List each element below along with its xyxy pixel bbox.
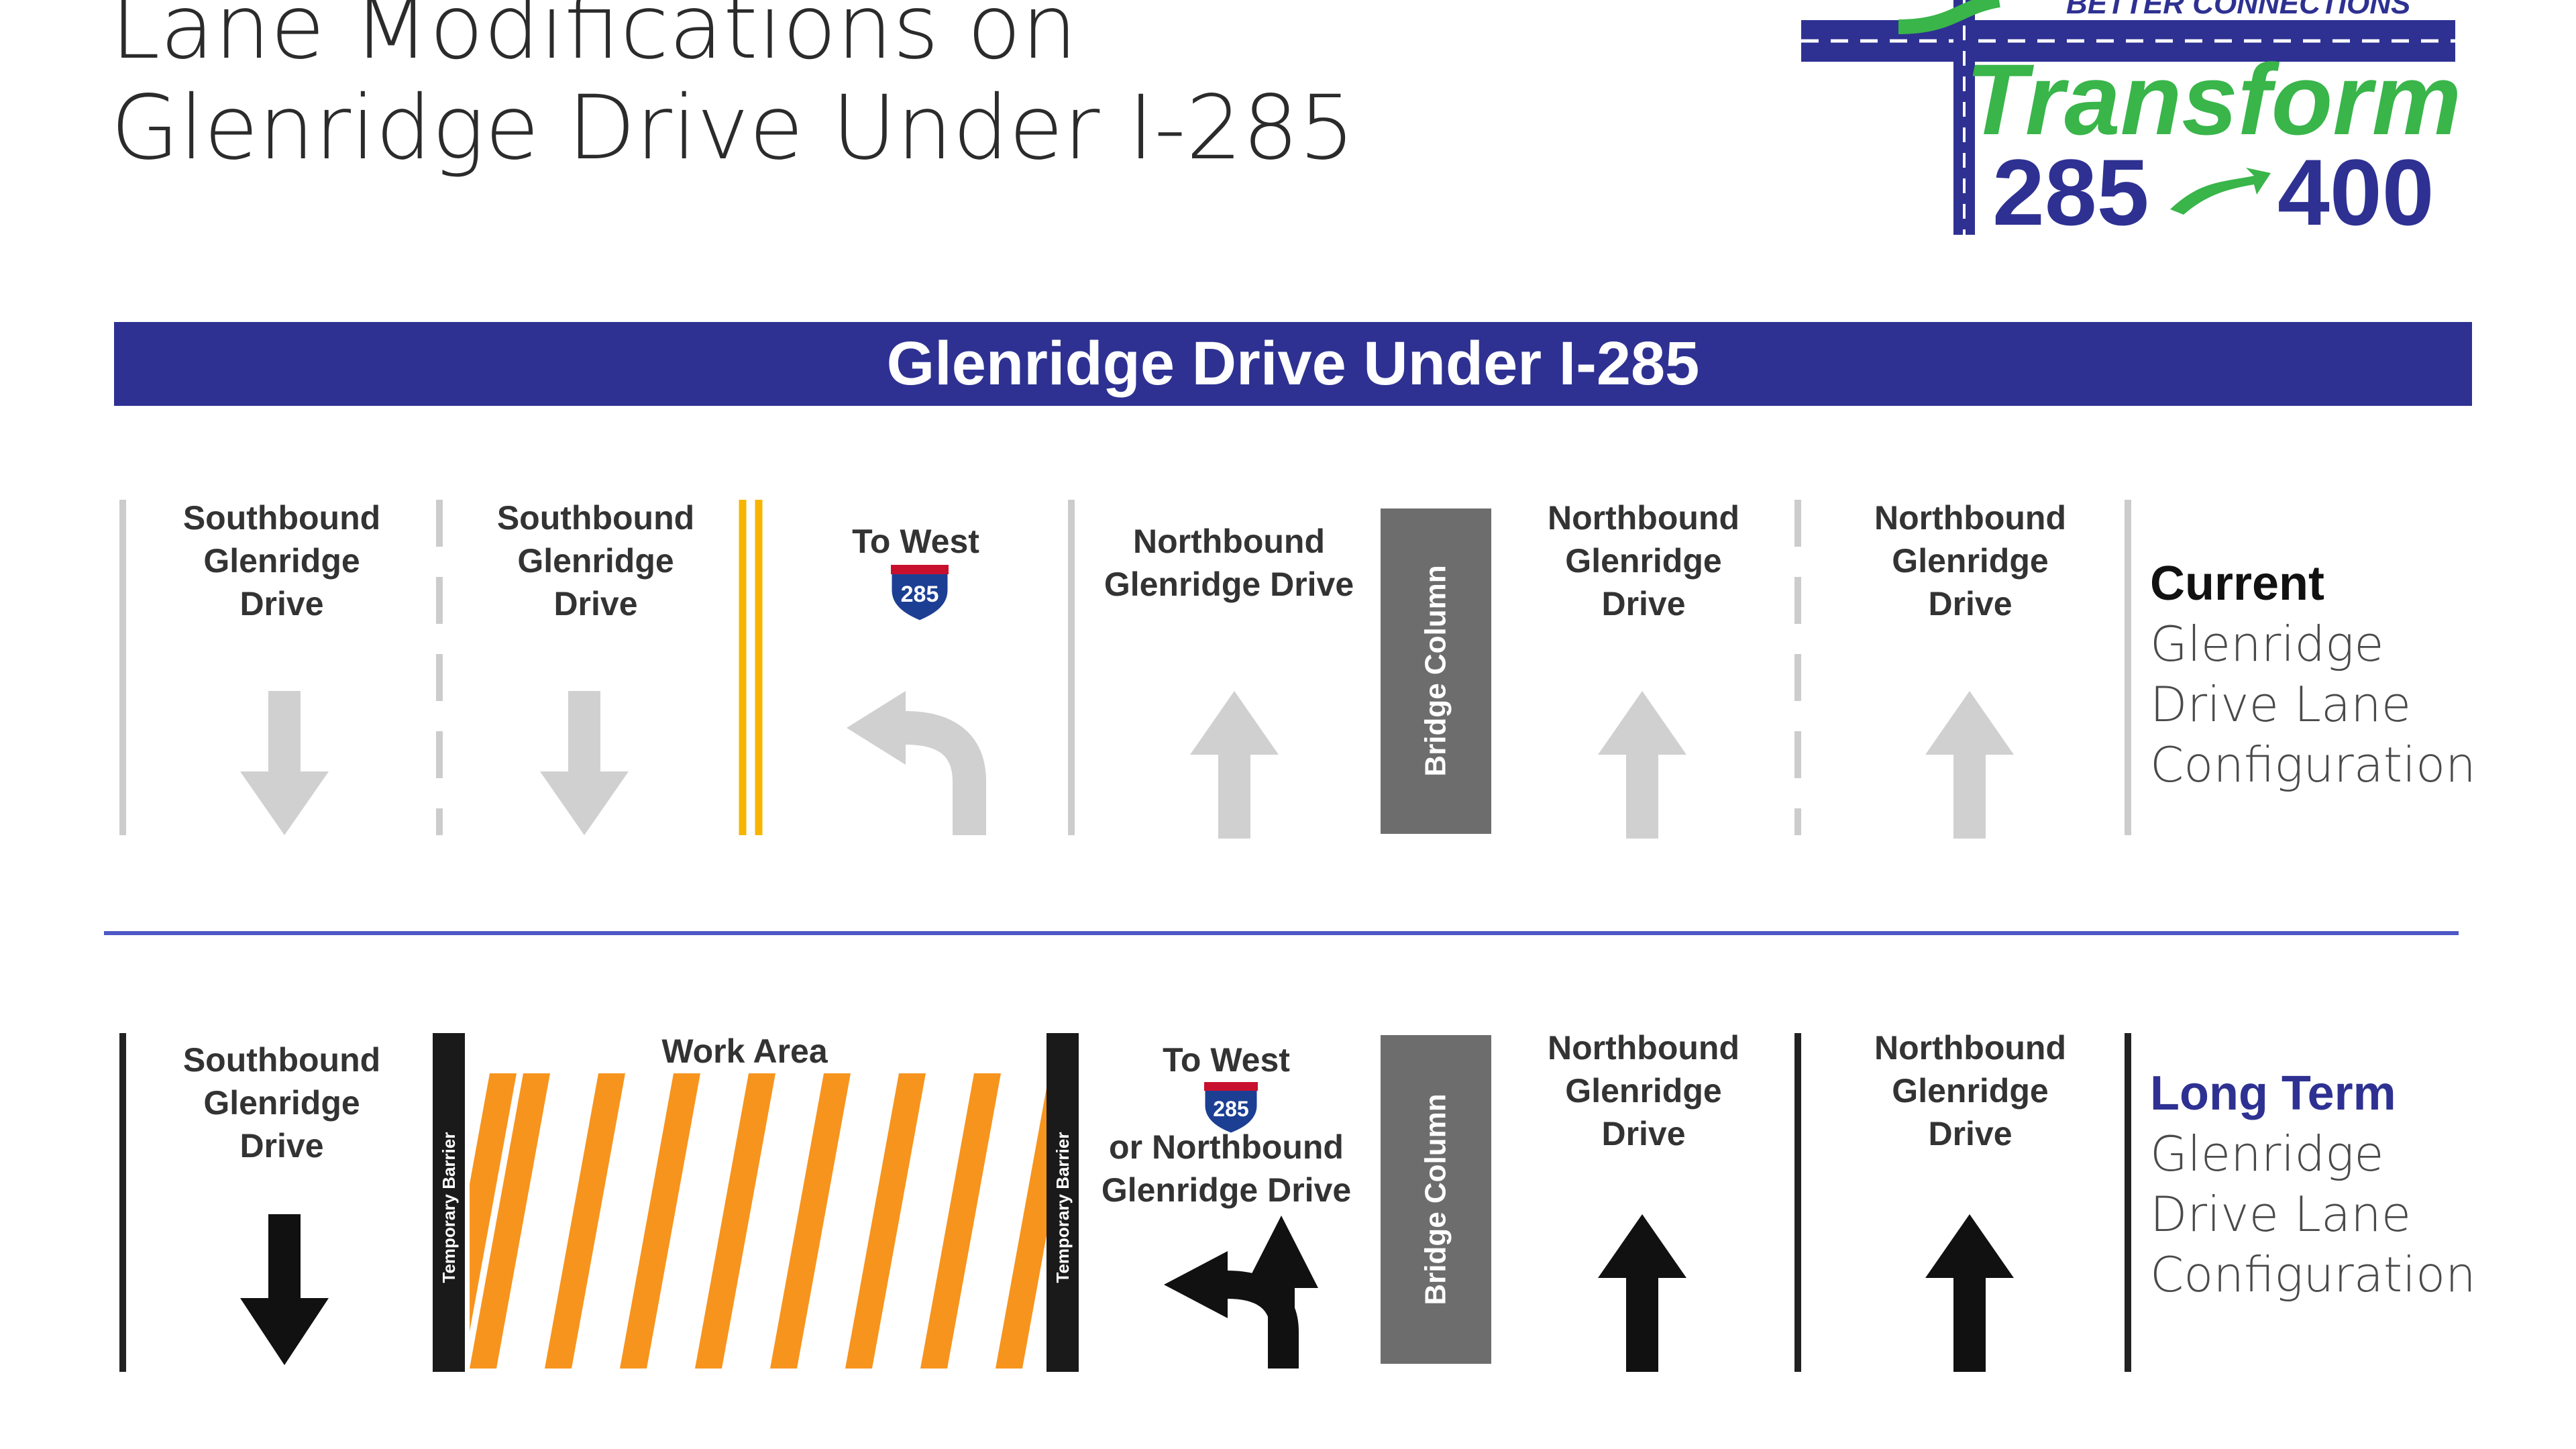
- long-term-lane-3-label: Northbound Glenridge Drive: [1548, 1026, 1739, 1155]
- current-bridge-column-label: Bridge Column: [1419, 565, 1452, 776]
- lane-label-line: Glenridge: [203, 1084, 360, 1122]
- temporary-barrier-left: [433, 1033, 465, 1372]
- arrow-down-icon: [540, 691, 629, 835]
- current-lane-2-label: Southbound Glenridge Drive: [497, 496, 694, 625]
- long-term-bridge-column: [1381, 1035, 1491, 1364]
- left-turn-arrow-icon: [1221, 1271, 1299, 1368]
- work-area-label: Work Area: [661, 1032, 828, 1070]
- configuration-label-head: Current: [2150, 557, 2325, 610]
- logo-word: Transform: [1966, 43, 2461, 156]
- long-term-bridge-column-label: Bridge Column: [1419, 1093, 1452, 1305]
- lane-label-line: Southbound: [182, 499, 381, 537]
- arrow-up-icon: [1925, 1214, 2014, 1372]
- logo-number-left: 285: [1992, 140, 2149, 241]
- lane-label-line: Drive: [553, 585, 638, 623]
- lane-label-line: Glenridge: [517, 542, 674, 580]
- configuration-label-line: Drive Lane: [2150, 1186, 2412, 1242]
- lane-label-line: To West: [852, 523, 979, 560]
- temporary-barrier-right: [1046, 1033, 1079, 1372]
- lane-label-line: Drive: [1601, 585, 1686, 623]
- configuration-label-line: Configuration: [2150, 737, 2476, 793]
- lane-label-line: Glenridge Drive: [1104, 566, 1354, 603]
- arrow-down-icon: [240, 1214, 329, 1365]
- lane-label-line: Glenridge: [1892, 542, 2049, 580]
- lane-label-line: Glenridge: [203, 542, 360, 580]
- page-title: Lane Modifications on Glenridge Drive Un…: [111, 0, 1355, 178]
- arrow-down-icon: [240, 691, 329, 835]
- transform-285-400-logo: BETTER CONNECTIONS Transform 285 400: [1801, 0, 2461, 241]
- current-lane-1-label: Southbound Glenridge Drive: [183, 496, 380, 625]
- lane-label-line: Northbound: [1547, 499, 1740, 537]
- lane-label-line: or Northbound: [1109, 1128, 1344, 1166]
- configuration-label-line: Glenridge: [2150, 1126, 2384, 1182]
- interstate-285-shield-icon: 285: [1203, 1081, 1259, 1135]
- lane-label-line: Southbound: [496, 499, 695, 537]
- configuration-label-line: Configuration: [2150, 1246, 2476, 1303]
- arrow-up-icon: [1190, 691, 1279, 839]
- work-area-hatching: [470, 1073, 1046, 1368]
- temporary-barrier-left-label: Temporary Barrier: [439, 1132, 459, 1283]
- logo-swoosh-arrow: [2170, 168, 2271, 215]
- page-title-line-2: Glenridge Drive Under I-285: [111, 76, 1355, 180]
- section-divider: [104, 931, 2459, 935]
- long-term-lane-1-label: Southbound Glenridge Drive: [183, 1038, 380, 1167]
- section-banner: Glenridge Drive Under I-285: [114, 322, 2472, 406]
- lane-label-line: Southbound: [182, 1041, 381, 1079]
- long-term-lane-2-label: To West: [1163, 1038, 1290, 1081]
- page-title-line-1: Lane Modifications on: [111, 0, 1077, 79]
- lane-label-line: Northbound: [1132, 523, 1325, 560]
- left-turn-arrow-icon: [899, 711, 986, 835]
- current-lane-6-label: Northbound Glenridge Drive: [1874, 496, 2066, 625]
- current-lane-5-label: Northbound Glenridge Drive: [1548, 496, 1739, 625]
- arrow-up-icon: [1598, 1214, 1686, 1372]
- current-lane-3-label: To West: [852, 520, 979, 563]
- lane-label-line: Drive: [239, 585, 324, 623]
- configuration-label-head: Long Term: [2150, 1067, 2396, 1120]
- long-term-configuration: Temporary Barrier Temporary Barrier Brid…: [119, 1033, 2131, 1372]
- lane-label-line: Glenridge Drive: [1101, 1171, 1352, 1209]
- left-turn-arrow-head: [847, 691, 906, 765]
- interstate-285-shield-icon: 285: [890, 564, 950, 623]
- lane-label-line: Northbound: [1874, 499, 2067, 537]
- current-configuration: Bridge Column 285: [119, 500, 2131, 839]
- lane-label-line: Glenridge: [1565, 1072, 1722, 1110]
- current-configuration-label: Current Glenridge Drive Lane Configurati…: [2150, 553, 2476, 795]
- lane-label-line: Northbound: [1547, 1029, 1740, 1067]
- long-term-lane-2-label-lower: or Northbound Glenridge Drive: [1102, 1126, 1351, 1212]
- lane-label-line: Glenridge: [1565, 542, 1722, 580]
- lane-label-line: Drive: [1601, 1115, 1686, 1152]
- current-lane-4-label: Northbound Glenridge Drive: [1104, 520, 1354, 606]
- lane-label-line: Drive: [1928, 585, 2012, 623]
- lane-label-line: To West: [1163, 1041, 1290, 1079]
- shield-number: 285: [1213, 1097, 1248, 1121]
- configuration-label-line: Drive Lane: [2150, 676, 2412, 733]
- lane-label-line: Drive: [1928, 1115, 2012, 1152]
- long-term-configuration-label: Long Term Glenridge Drive Lane Configura…: [2150, 1063, 2476, 1305]
- lane-label-line: Northbound: [1874, 1029, 2067, 1067]
- temporary-barrier-right-label: Temporary Barrier: [1053, 1132, 1073, 1283]
- arrow-up-icon: [1925, 691, 2014, 839]
- left-turn-arrow-head: [1164, 1251, 1228, 1318]
- arrow-up-icon: [1598, 691, 1686, 839]
- current-bridge-column: [1381, 508, 1491, 834]
- configuration-label-line: Glenridge: [2150, 616, 2384, 672]
- logo-number-right: 400: [2277, 140, 2434, 241]
- logo-ramp: [1898, 0, 2000, 34]
- shield-number: 285: [901, 582, 939, 607]
- long-term-lane-4-label: Northbound Glenridge Drive: [1874, 1026, 2066, 1155]
- lane-label-line: Glenridge: [1892, 1072, 2049, 1110]
- logo-tagline: BETTER CONNECTIONS: [2066, 0, 2410, 20]
- lane-label-line: Drive: [239, 1127, 324, 1165]
